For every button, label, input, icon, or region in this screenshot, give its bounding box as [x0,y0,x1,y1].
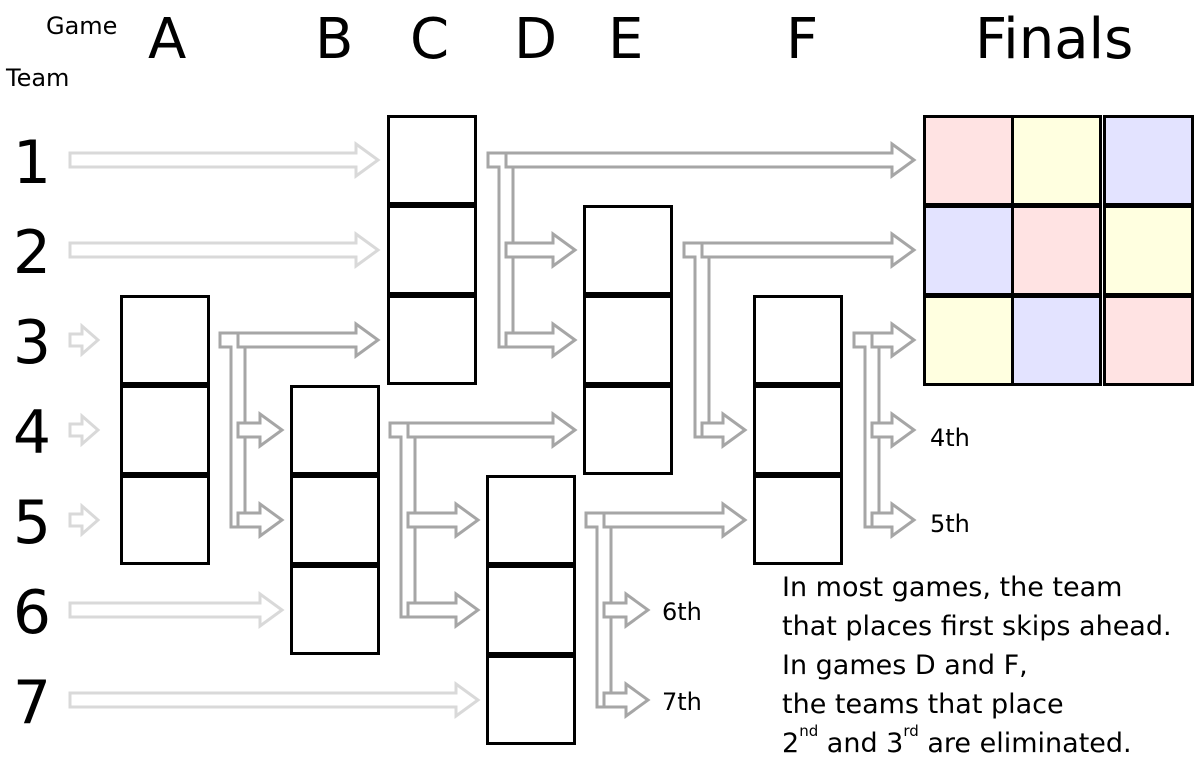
team-6-label: 6 [12,578,52,648]
placement-7th-label: 7th [662,688,702,716]
finals-cell [923,115,1014,206]
finals-cell [923,205,1014,296]
game-b-slot-3 [290,565,380,655]
rules-note-line: the teams that place [782,689,1064,720]
note-text: are eliminated. [918,728,1132,759]
connector-icon [682,241,711,439]
ordinal-suffix: rd [903,722,919,740]
game-b-label: B [315,7,354,72]
game-f-slot-2 [753,385,843,475]
note-text: and 3 [818,728,904,759]
arrow-icon [236,411,285,449]
game-b-slot-2 [290,475,380,565]
game-c-slot-2 [387,205,477,295]
finals-cell [1011,205,1102,296]
rules-note: In most games, the team that places firs… [782,568,1172,760]
game-d-slot-2 [486,565,576,655]
arrow-icon [68,322,101,358]
rules-note-line: that places first skips ahead. [782,611,1172,642]
arrow-icon [68,412,101,448]
team-header-label: Team [6,64,70,92]
finals-cell [1103,205,1194,296]
game-c-label: C [410,7,450,72]
game-f-slot-1 [753,295,843,385]
arrow-icon [700,411,748,449]
arrow-icon [236,501,285,539]
rules-note-line: In games D and F, [782,650,1028,681]
game-f-slot-3 [753,475,843,565]
game-d-slot-3 [486,655,576,745]
arrow-icon [602,591,651,629]
team-4-label: 4 [12,398,52,468]
game-a-slot-3 [120,475,210,565]
game-c-slot-1 [387,115,477,205]
game-header-label: Game [46,12,118,40]
game-e-label: E [608,7,644,72]
game-c-slot-3 [387,295,477,385]
ordinal-number: 2 [782,728,800,759]
ordinal-suffix: nd [799,722,819,740]
game-f-label: F [786,7,819,72]
arrow-icon [406,501,481,539]
game-d-slot-1 [486,475,576,565]
arrow-icon [870,411,917,449]
team-7-label: 7 [12,668,52,738]
arrow-icon [700,231,917,269]
game-a-slot-2 [120,385,210,475]
game-e-slot-1 [583,205,673,295]
arrow-icon [68,681,481,719]
arrow-icon [504,141,917,179]
arrow-icon [236,321,381,359]
team-5-label: 5 [12,488,52,558]
arrow-icon [406,591,481,629]
game-e-slot-3 [583,385,673,475]
team-2-label: 2 [12,218,52,288]
arrow-icon [602,681,651,719]
finals-label: Finals [975,7,1134,72]
arrow-icon [504,231,578,269]
finals-cell [1011,295,1102,386]
finals-cell [923,295,1014,386]
arrow-icon [68,141,381,179]
rules-note-line: 2nd and 3rd are eliminated. [782,722,1172,760]
team-1-label: 1 [12,128,52,198]
placement-6th-label: 6th [662,598,702,626]
arrow-icon [870,501,917,539]
finals-cell [1011,115,1102,206]
game-a-label: A [148,7,187,72]
placement-4th-label: 4th [930,424,970,452]
rules-note-line: In most games, the team [782,572,1123,603]
game-e-slot-2 [583,295,673,385]
arrow-icon [68,502,101,538]
arrow-icon [68,231,381,269]
arrow-icon [406,411,578,449]
arrow-icon [870,321,917,359]
arrow-icon [602,501,748,539]
team-3-label: 3 [12,308,52,378]
placement-5th-label: 5th [930,510,970,538]
game-a-slot-1 [120,295,210,385]
arrow-icon [504,321,578,359]
game-b-slot-1 [290,385,380,475]
game-d-label: D [514,7,558,72]
finals-cell [1103,295,1194,386]
finals-cell [1103,115,1194,206]
arrow-icon [68,591,285,629]
